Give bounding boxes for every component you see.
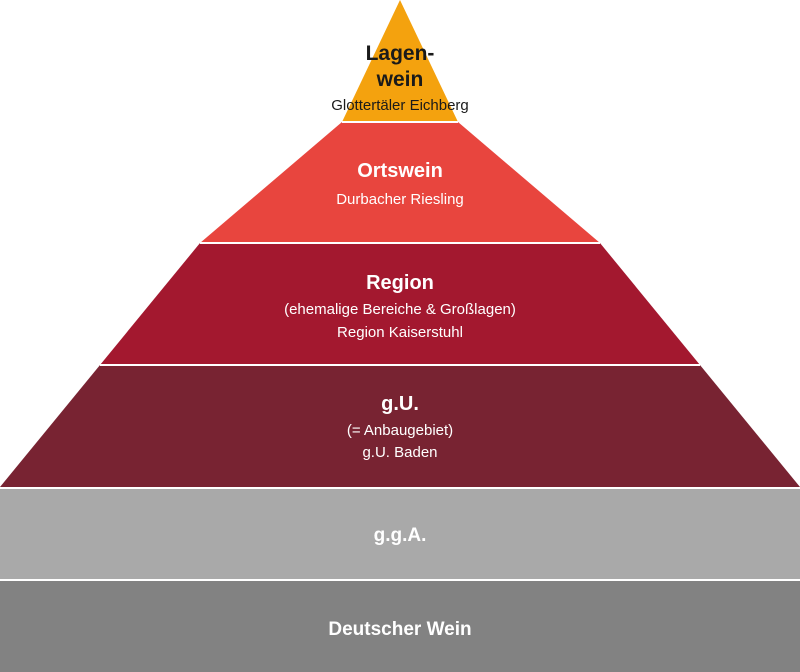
lagenwein-title-line-2: wein: [376, 68, 424, 91]
ortswein-title: Ortswein: [357, 160, 443, 182]
gu-example: g.U. Baden: [362, 444, 437, 461]
ortswein-example: Durbacher Riesling: [336, 191, 464, 208]
region-example: Region Kaiserstuhl: [337, 324, 463, 341]
region-layer: [100, 243, 700, 365]
gga-band: [0, 489, 800, 579]
gu-title: g.U.: [381, 393, 419, 415]
gu-note: (= Anbaugebiet): [347, 422, 453, 439]
deutscher-wein-title: Deutscher Wein: [328, 619, 471, 640]
lagenwein-layer: [342, 0, 458, 122]
region-title: Region: [366, 272, 434, 294]
gu-layer: [0, 365, 800, 487]
lagenwein-title-line-1: Lagen-: [366, 42, 435, 65]
gga-title: g.g.A.: [374, 525, 427, 546]
region-note: (ehemalige Bereiche & Großlagen): [284, 301, 516, 318]
lagenwein-example: Glottertäler Eichberg: [331, 97, 469, 114]
ortswein-layer: [200, 122, 600, 243]
deutscher-wein-band: [0, 581, 800, 672]
